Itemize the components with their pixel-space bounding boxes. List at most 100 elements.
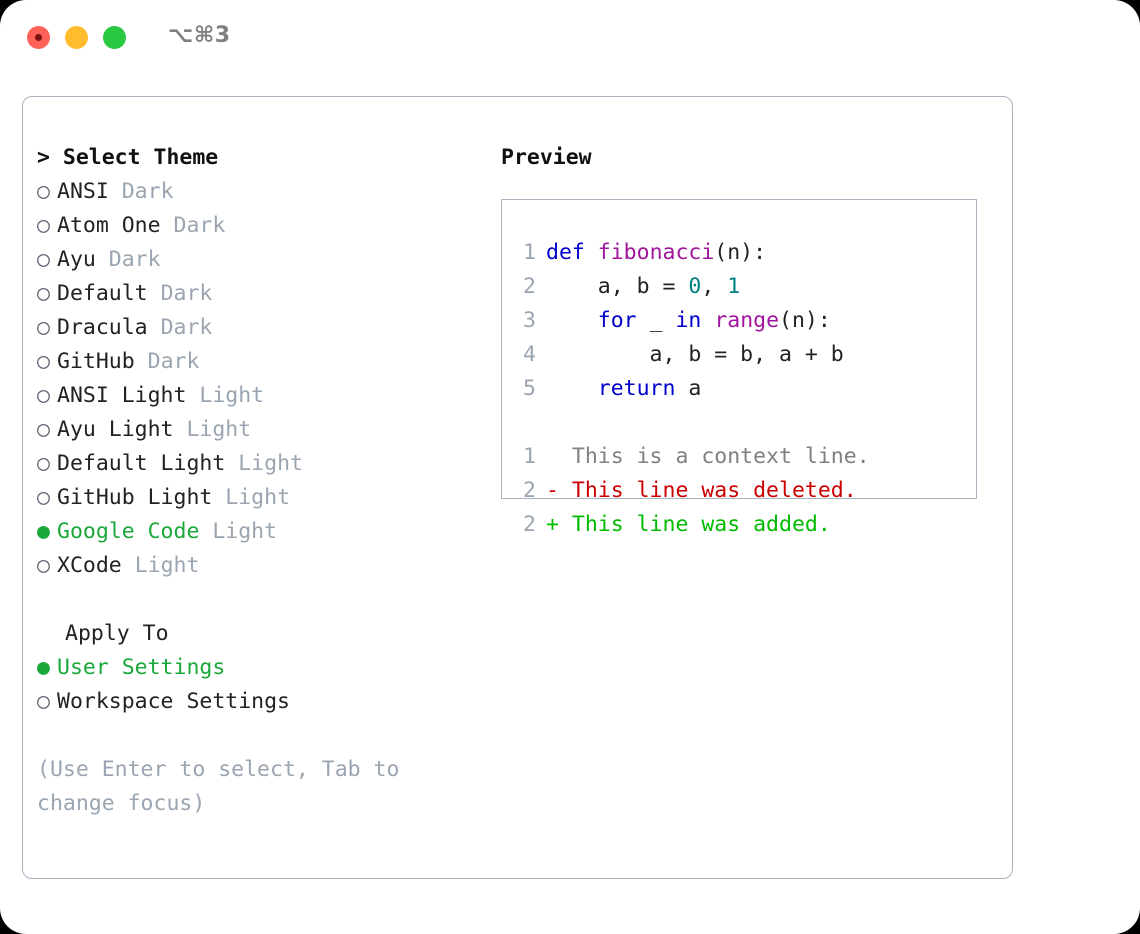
theme-list-item[interactable]: ○ Dracula Dark	[37, 311, 477, 345]
radio-unselected-icon[interactable]: ○	[37, 383, 50, 408]
code-line: 5 return a	[502, 372, 976, 406]
close-button[interactable]	[27, 26, 50, 49]
theme-name: Dracula	[57, 315, 148, 340]
theme-list-item[interactable]: ○GitHub Light Light	[37, 481, 477, 515]
main-panel: > Select Theme ○ANSI Dark○Atom One Dark○…	[22, 96, 1013, 879]
title-bar: ⌥⌘3	[0, 0, 1140, 78]
diff-sample: 1 This is a context line.2- This line wa…	[502, 440, 976, 542]
code-line: 4 a, b = b, a + b	[502, 338, 976, 372]
gap	[199, 515, 212, 549]
theme-list-item[interactable]: ○ANSI Light Light	[37, 379, 477, 413]
line-number: 2	[523, 478, 536, 503]
code-text: a, b = b, a + b	[546, 338, 844, 372]
theme-variant-label: Dark	[160, 315, 213, 340]
line-number: 3	[523, 308, 536, 333]
code-text: a, b = 0, 1	[546, 270, 740, 304]
radio-unselected-icon[interactable]: ○	[37, 213, 50, 238]
gap	[148, 311, 161, 345]
code-token-plain: (n):	[714, 240, 767, 265]
theme-name: Ayu Light	[57, 417, 174, 442]
code-text: return a	[546, 372, 702, 406]
radio-unselected-icon[interactable]: ○	[37, 485, 50, 510]
window-controls[interactable]	[27, 26, 126, 49]
theme-list-item[interactable]: ○GitHub Dark	[37, 345, 477, 379]
radio-unselected-icon[interactable]: ○	[37, 315, 50, 340]
code-token-kw: return	[597, 376, 676, 401]
theme-variant-label: Dark	[173, 213, 226, 238]
minimize-button[interactable]	[65, 26, 88, 49]
theme-name: ANSI	[57, 179, 109, 204]
theme-list-item[interactable]: ● Google Code Light	[37, 515, 477, 549]
theme-list[interactable]: ○ANSI Dark○Atom One Dark○Ayu Dark○Defaul…	[37, 175, 477, 583]
code-token-plain: a, b =	[546, 274, 689, 299]
apply-to-label: User Settings	[57, 655, 226, 680]
theme-variant-label: Light	[212, 519, 278, 544]
code-token-kw: for	[597, 308, 637, 333]
theme-list-item[interactable]: ○Default Dark	[37, 277, 477, 311]
code-token-plain	[546, 376, 598, 401]
radio-selected-icon[interactable]: ●	[37, 655, 50, 680]
apply-to-option[interactable]: ● User Settings	[37, 651, 477, 685]
theme-list-item[interactable]: ○ ANSI Dark	[37, 175, 477, 209]
radio-unselected-icon[interactable]: ○	[37, 417, 50, 442]
keyboard-shortcut-label: ⌥⌘3	[168, 23, 231, 48]
apply-to-option[interactable]: ○ Workspace Settings	[37, 685, 477, 719]
theme-name: Ayu	[57, 247, 96, 272]
theme-name: Atom One	[57, 213, 161, 238]
line-number: 1	[523, 444, 536, 469]
code-line: 2 a, b = 0, 1	[502, 270, 976, 304]
theme-list-item[interactable]: ○ Atom One Dark	[37, 209, 477, 243]
diff-line-del: 2 - This line was deleted.	[502, 474, 976, 508]
radio-unselected-icon[interactable]: ○	[37, 553, 50, 578]
code-token-fn: fibonacci	[597, 240, 715, 265]
code-token-plain	[585, 240, 598, 265]
code-token-plain	[546, 308, 598, 333]
gap	[135, 345, 148, 379]
theme-selector-column: > Select Theme ○ANSI Dark○Atom One Dark○…	[37, 141, 477, 821]
apply-to-options[interactable]: ● User Settings ○ Workspace Settings	[37, 651, 477, 719]
gap	[96, 243, 109, 277]
theme-variant-label: Light	[134, 553, 200, 578]
theme-list-item[interactable]: ○ Ayu Light Light	[37, 413, 477, 447]
theme-list-item[interactable]: ○XCode Light	[37, 549, 477, 583]
theme-list-item[interactable]: ○ Ayu Dark	[37, 243, 477, 277]
radio-unselected-icon[interactable]: ○	[37, 247, 50, 272]
radio-unselected-icon[interactable]: ○	[37, 689, 50, 714]
line-number: 2	[523, 512, 536, 537]
code-token-fn: range	[714, 308, 780, 333]
gap	[122, 549, 135, 583]
theme-variant-label: Light	[238, 451, 303, 476]
code-token-kw: def	[546, 240, 585, 265]
code-line: 3 for _ in range(n):	[502, 304, 976, 338]
theme-variant-label: Light	[225, 485, 291, 510]
gap	[161, 209, 174, 243]
code-token-kw: in	[675, 308, 702, 333]
radio-unselected-icon[interactable]: ○	[37, 281, 50, 306]
radio-unselected-icon[interactable]: ○	[37, 179, 50, 204]
radio-unselected-icon[interactable]: ○	[37, 349, 50, 374]
maximize-button[interactable]	[103, 26, 126, 49]
theme-variant-label: Dark	[147, 349, 200, 374]
theme-variant-label: Dark	[160, 281, 213, 306]
code-line: 1 def fibonacci(n):	[502, 236, 976, 270]
radio-selected-icon[interactable]: ●	[37, 519, 50, 544]
theme-variant-label: Light	[186, 417, 252, 442]
radio-unselected-icon[interactable]: ○	[37, 451, 50, 476]
line-number: 5	[523, 376, 536, 401]
line-number: 1	[523, 240, 536, 265]
line-number: 4	[523, 342, 536, 367]
apply-to-label: Workspace Settings	[57, 689, 290, 714]
theme-list-item[interactable]: ○ Default Light Light	[37, 447, 477, 481]
code-token-plain	[701, 308, 714, 333]
code-token-num: 1	[727, 274, 741, 299]
code-token-num: 0	[688, 274, 702, 299]
theme-variant-label: Dark	[121, 179, 174, 204]
code-token-plain: (n):	[779, 308, 831, 333]
theme-variant-label: Dark	[108, 247, 161, 272]
theme-name: Google Code	[57, 519, 200, 544]
theme-name: Default Light	[57, 451, 226, 476]
diff-text: - This line was deleted.	[546, 478, 857, 503]
